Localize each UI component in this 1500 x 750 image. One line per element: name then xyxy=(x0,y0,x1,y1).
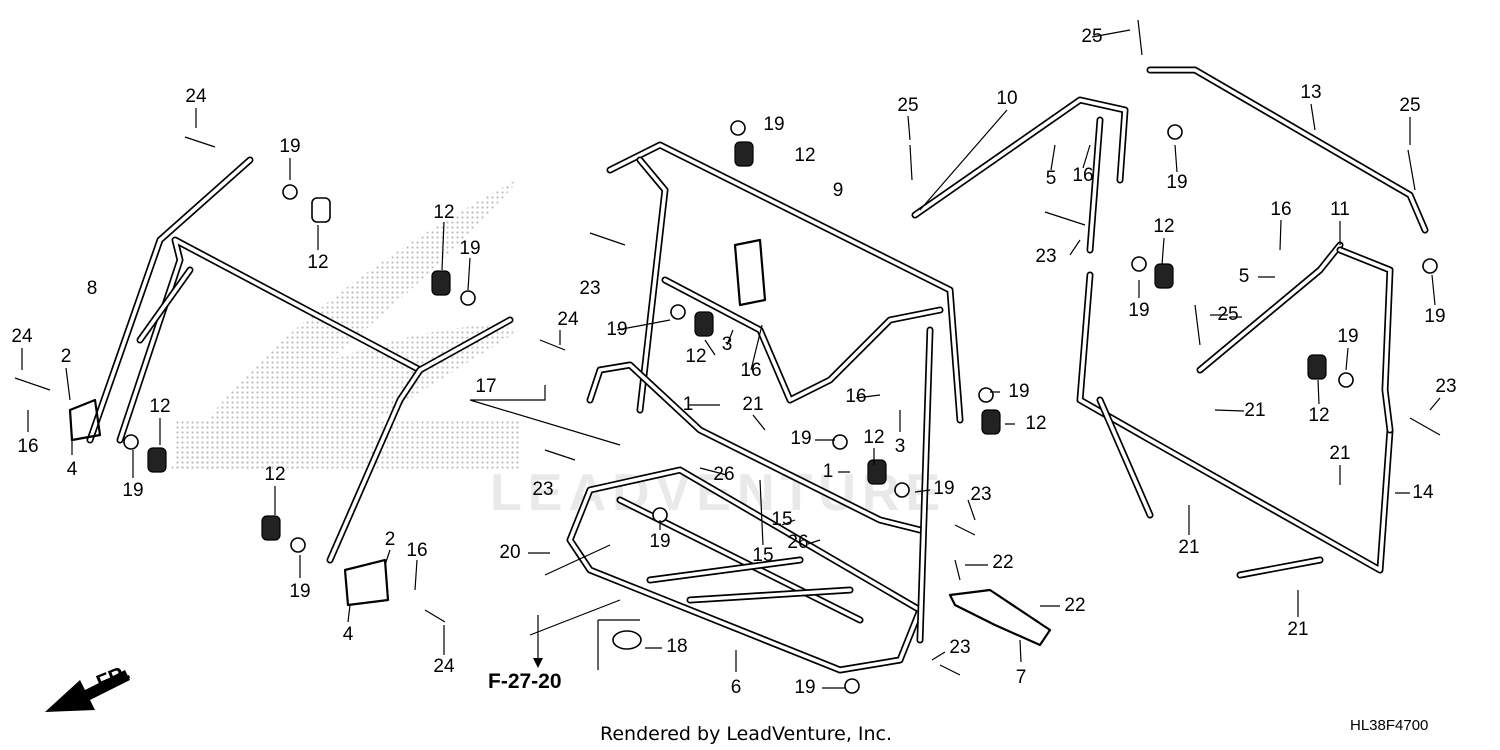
callout-9: 9 xyxy=(833,180,844,201)
callout-12: 12 xyxy=(1025,413,1046,434)
reference-lines xyxy=(469,385,640,670)
callout-23: 23 xyxy=(1435,376,1456,397)
callout-16: 16 xyxy=(845,386,866,407)
part-9-frame xyxy=(586,141,964,534)
callout-19: 19 xyxy=(933,478,954,499)
callout-2: 2 xyxy=(61,346,72,367)
callout-23: 23 xyxy=(949,637,970,658)
callout-12: 12 xyxy=(794,145,815,166)
callout-21: 21 xyxy=(1329,443,1350,464)
callout-25: 25 xyxy=(1399,95,1420,116)
callout-19: 19 xyxy=(1166,172,1187,193)
callout-12: 12 xyxy=(433,202,454,223)
callout-21: 21 xyxy=(1178,537,1199,558)
callout-16: 16 xyxy=(1270,199,1291,220)
callout-22: 22 xyxy=(1064,595,1085,616)
callout-16: 16 xyxy=(740,360,761,381)
callout-12: 12 xyxy=(685,346,706,367)
callout-12: 12 xyxy=(1308,405,1329,426)
callout-16: 16 xyxy=(406,540,427,561)
callout-15: 15 xyxy=(771,509,792,530)
callout-19: 19 xyxy=(794,677,815,698)
part-8-frame xyxy=(68,156,514,607)
callout-26: 26 xyxy=(787,532,808,553)
callout-16: 16 xyxy=(1072,165,1093,186)
callout-16: 16 xyxy=(17,436,38,457)
callout-12: 12 xyxy=(863,427,884,448)
front-direction-arrow: FR. xyxy=(45,661,133,712)
hardware-items xyxy=(14,19,1441,694)
callout-15: 15 xyxy=(752,545,773,566)
part-13-bar xyxy=(1146,66,1429,234)
callout-10: 10 xyxy=(996,88,1017,109)
callout-19: 19 xyxy=(1424,306,1445,327)
callout-19: 19 xyxy=(279,136,300,157)
part-7-bracket xyxy=(948,588,1052,647)
callout-24: 24 xyxy=(433,656,455,677)
callout-23: 23 xyxy=(579,278,600,299)
front-direction-label: FR. xyxy=(93,661,133,695)
callout-12: 12 xyxy=(264,464,285,485)
callout-6: 6 xyxy=(731,677,742,698)
callout-3: 3 xyxy=(895,436,906,457)
callout-21: 21 xyxy=(1287,619,1308,640)
callout-22: 22 xyxy=(992,552,1013,573)
callout-24: 24 xyxy=(11,326,33,347)
callout-19: 19 xyxy=(1337,326,1358,347)
callout-12: 12 xyxy=(307,252,328,273)
part-14-frame xyxy=(1076,246,1394,579)
reference-label: F-27-20 xyxy=(488,670,562,693)
callout-1: 1 xyxy=(823,461,834,482)
callout-4: 4 xyxy=(67,459,78,480)
callout-11: 11 xyxy=(1330,199,1350,220)
callout-8: 8 xyxy=(87,278,98,299)
callout-24: 24 xyxy=(557,309,579,330)
callout-14: 14 xyxy=(1412,482,1434,503)
callout-19: 19 xyxy=(763,114,784,135)
callout-19: 19 xyxy=(459,238,480,259)
callout-12: 12 xyxy=(1153,216,1174,237)
callout-18: 18 xyxy=(666,636,687,657)
callout-5: 5 xyxy=(1046,168,1057,189)
callout-23: 23 xyxy=(1035,246,1056,267)
callout-5: 5 xyxy=(1239,266,1250,287)
callout-19: 19 xyxy=(1008,381,1029,402)
callout-4: 4 xyxy=(343,624,354,645)
callout-21: 21 xyxy=(742,394,763,415)
callout-21: 21 xyxy=(1244,400,1265,421)
callout-19: 19 xyxy=(649,531,670,552)
callout-12: 12 xyxy=(149,396,170,417)
callout-25: 25 xyxy=(897,95,918,116)
diagram-code: HL38F4700 xyxy=(1350,717,1428,734)
part-11-bar xyxy=(1196,241,1344,374)
callout-19: 19 xyxy=(1128,300,1149,321)
callout-23: 23 xyxy=(970,484,991,505)
footer-credit: Rendered by LeadVenture, Inc. xyxy=(600,723,892,745)
callout-23: 23 xyxy=(532,479,553,500)
callout-7: 7 xyxy=(1016,667,1027,688)
callout-19: 19 xyxy=(790,428,811,449)
callout-24: 24 xyxy=(185,86,207,107)
callout-19: 19 xyxy=(289,581,310,602)
callout-20: 20 xyxy=(499,542,520,563)
callout-13: 13 xyxy=(1300,82,1321,103)
leader-lines xyxy=(21,29,1441,689)
callout-19: 19 xyxy=(122,480,143,501)
callout-2: 2 xyxy=(385,529,396,550)
callout-17: 17 xyxy=(475,376,496,397)
part-10-bar xyxy=(911,96,1129,254)
honda-wing-watermark xyxy=(170,178,520,470)
